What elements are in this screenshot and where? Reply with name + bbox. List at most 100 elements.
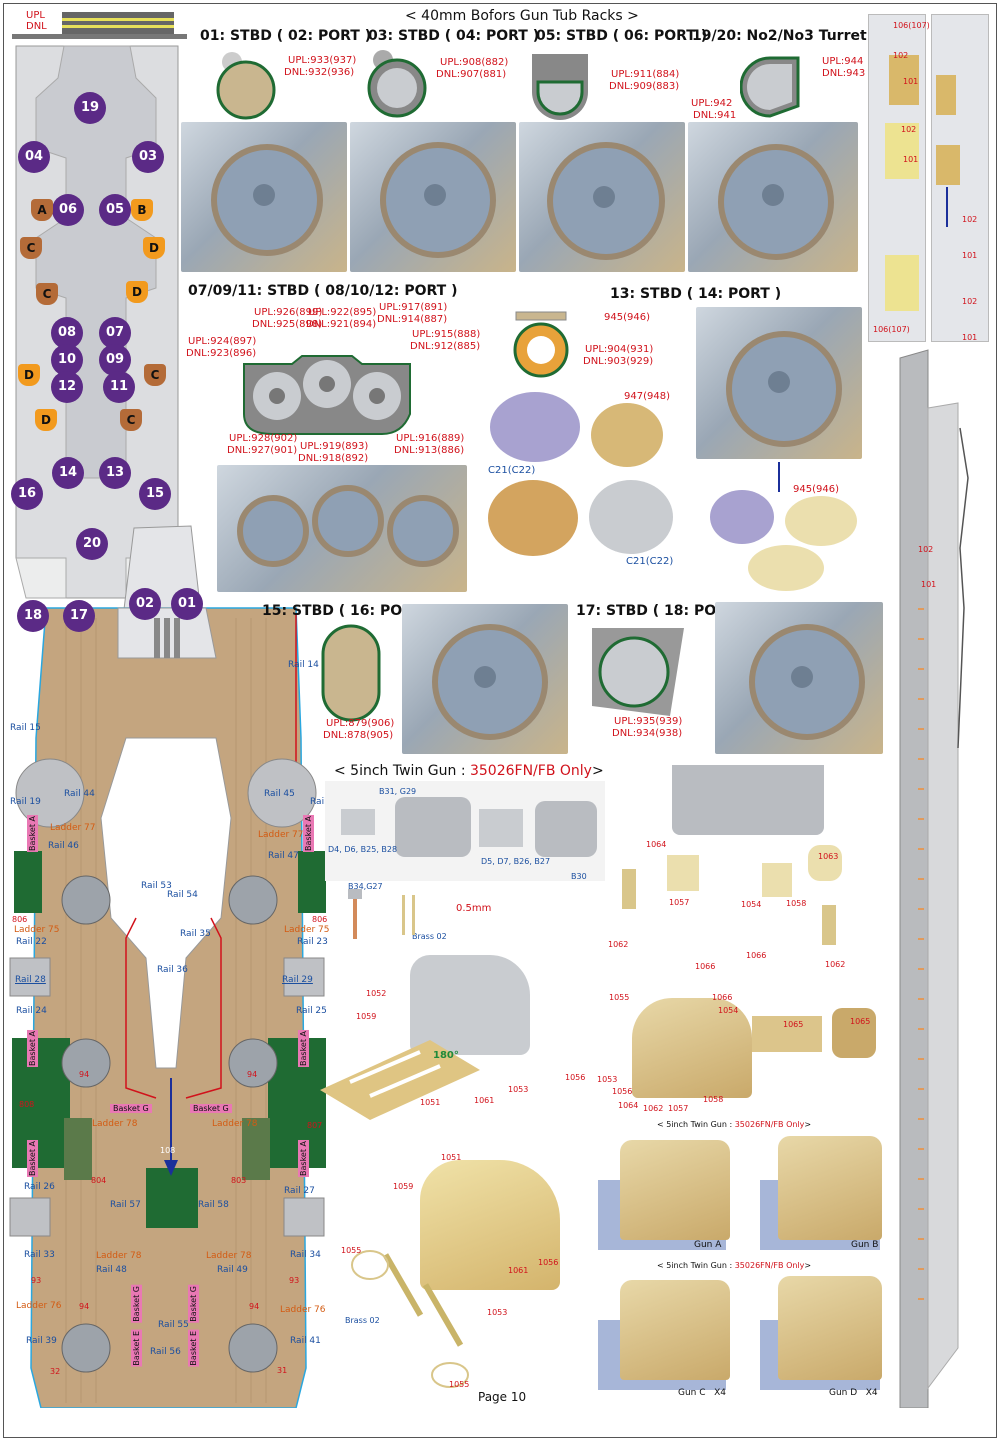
s07-l1a: UPL:926(899) (254, 307, 323, 318)
asm2-1057: 1057 (668, 1104, 689, 1113)
gun5-parts-panel (325, 781, 605, 881)
photo-s15 (402, 604, 568, 754)
pe-1064: 1064 (646, 840, 667, 849)
page-number: Page 10 (478, 1390, 527, 1404)
s17-upl: UPL:935(939) (614, 716, 683, 727)
legend-deck-line (12, 34, 187, 39)
ladder-78-d: Ladder 78 (206, 1251, 252, 1261)
s07-l5b: DNL:912(885) (410, 341, 481, 352)
tub-20: 20 (76, 528, 108, 560)
asm2-1065b: 1065 (850, 1017, 871, 1026)
assembly2 (592, 978, 882, 1113)
rail-58: Rail 58 (198, 1200, 229, 1210)
num-94-b: 94 (247, 1070, 258, 1079)
s07-part (243, 355, 411, 435)
asm2-1065a: 1065 (783, 1020, 804, 1029)
s13-upl: UPL:904(931) (585, 344, 654, 355)
basket-a-6: Basket A (298, 1140, 309, 1177)
legend-dnl: DNL (26, 21, 47, 32)
num-803: 803 (231, 1176, 247, 1185)
turret-strip-right: 102 101 102 101 (931, 14, 989, 342)
page-frame (3, 3, 997, 1438)
num-804: 804 (91, 1176, 107, 1185)
rail-35: Rail 35 (180, 929, 211, 939)
rail-27: Rail 27 (284, 1186, 315, 1196)
gun5-title-prefix: < 5inch Twin Gun : (334, 763, 470, 779)
s07-l4b: DNL:923(896) (186, 348, 257, 359)
num-94-a: 94 (79, 1070, 90, 1079)
tub-18: 18 (17, 600, 49, 632)
s07-l2b: DNL:921(894) (306, 319, 377, 330)
pe-1062a: 1062 (608, 940, 629, 949)
tag-d-3: D (18, 364, 40, 386)
gun5-small-title-2: < 5inch Twin Gun : 35026FN/FB Only> (657, 1261, 811, 1270)
pe-1062b: 1062 (825, 960, 846, 969)
rail-19: Rail 19 (10, 797, 41, 807)
gun-c-label: Gun C X4 (678, 1388, 727, 1398)
tag-c-3: C (144, 364, 166, 386)
tub-12: 12 (51, 371, 83, 403)
legend-upl-line (62, 18, 174, 21)
tub-04: 04 (18, 141, 50, 173)
s07-b2a: UPL:919(893) (300, 441, 369, 452)
turret-strip-left: 106(107) 102 101 102 101 106(107) (868, 14, 930, 342)
s13-c21a: C21(C22) (488, 465, 536, 476)
tag-b: B (131, 199, 153, 221)
s15-upl: UPL:879(906) (326, 718, 395, 729)
s13-dnl: DNL:903(929) (583, 356, 654, 367)
gun5-title-red: 35026FN/FB Only (469, 763, 592, 779)
asm-1051: 1051 (420, 1098, 441, 1107)
tub-13: 13 (99, 457, 131, 489)
strip-l-0: 106(107) (893, 21, 930, 30)
basket-e-1: Basket E (131, 1330, 142, 1367)
ladder-76-l: Ladder 76 (16, 1301, 62, 1311)
photo-s05 (519, 122, 685, 272)
rail-26: Rail 26 (24, 1182, 55, 1192)
gun5-title: < 5inch Twin Gun : 35026FN/FB Only> (334, 763, 604, 779)
s13-resin-3 (589, 480, 673, 554)
gun5-brass: Brass 02 (412, 932, 447, 941)
s01-part (216, 52, 276, 120)
ladder-76-r: Ladder 76 (280, 1305, 326, 1315)
ladder-75-l: Ladder 75 (14, 925, 60, 935)
pe-1066b: 1066 (746, 951, 767, 960)
s13-p945b: 945(946) (793, 484, 839, 495)
rail-45: Rail 45 (264, 789, 295, 799)
strip-r-1: 101 (962, 251, 978, 260)
s13-pe-1 (785, 496, 857, 546)
num-93-r: 93 (289, 1276, 300, 1285)
legend-upl: UPL (26, 10, 45, 21)
gun-d-body (778, 1276, 882, 1380)
gun5-small-title-1: < 5inch Twin Gun : 35026FN/FB Only> (657, 1120, 811, 1129)
rail-54: Rail 54 (167, 890, 198, 900)
rail-55: Rail 55 (158, 1320, 189, 1330)
asm2-1053: 1053 (597, 1075, 618, 1084)
tub-09: 09 (99, 344, 131, 376)
gun5-small-suffix-1: > (804, 1120, 812, 1129)
rail-23: Rail 23 (297, 937, 328, 947)
s05-upl: UPL:911(884) (611, 69, 680, 80)
gun-b-label: Gun B (851, 1240, 879, 1250)
tub-17: 17 (63, 600, 95, 632)
s05-dnl: DNL:909(883) (609, 81, 680, 92)
tub-16: 16 (11, 478, 43, 510)
photo-s13 (696, 307, 862, 459)
rail-24: Rail 24 (16, 1006, 47, 1016)
photo-s07 (217, 465, 467, 592)
ladder-75-r: Ladder 75 (284, 925, 330, 935)
gun5-barrels (348, 889, 415, 939)
s17-dnl: DNL:934(938) (612, 728, 683, 739)
tub-08: 08 (51, 317, 83, 349)
gun5-small-red-2: 35026FN/FB Only (734, 1261, 805, 1270)
s15-title: 15: STBD ( 16: PORT ) (262, 603, 434, 619)
s07-b1a: UPL:928(902) (229, 433, 298, 444)
s13-c21b: C21(C22) (626, 556, 674, 567)
basket-g-1: Basket G (110, 1104, 152, 1113)
rail-46: Rail 46 (48, 841, 79, 851)
gun5-small-suffix-2: > (804, 1261, 812, 1270)
s13-title: 13: STBD ( 14: PORT ) (610, 286, 782, 302)
asm2-1055: 1055 (609, 993, 630, 1002)
rail-56: Rail 56 (150, 1347, 181, 1357)
asm-180: 180° (433, 1050, 459, 1061)
gun-a-label: Gun A (694, 1240, 722, 1250)
